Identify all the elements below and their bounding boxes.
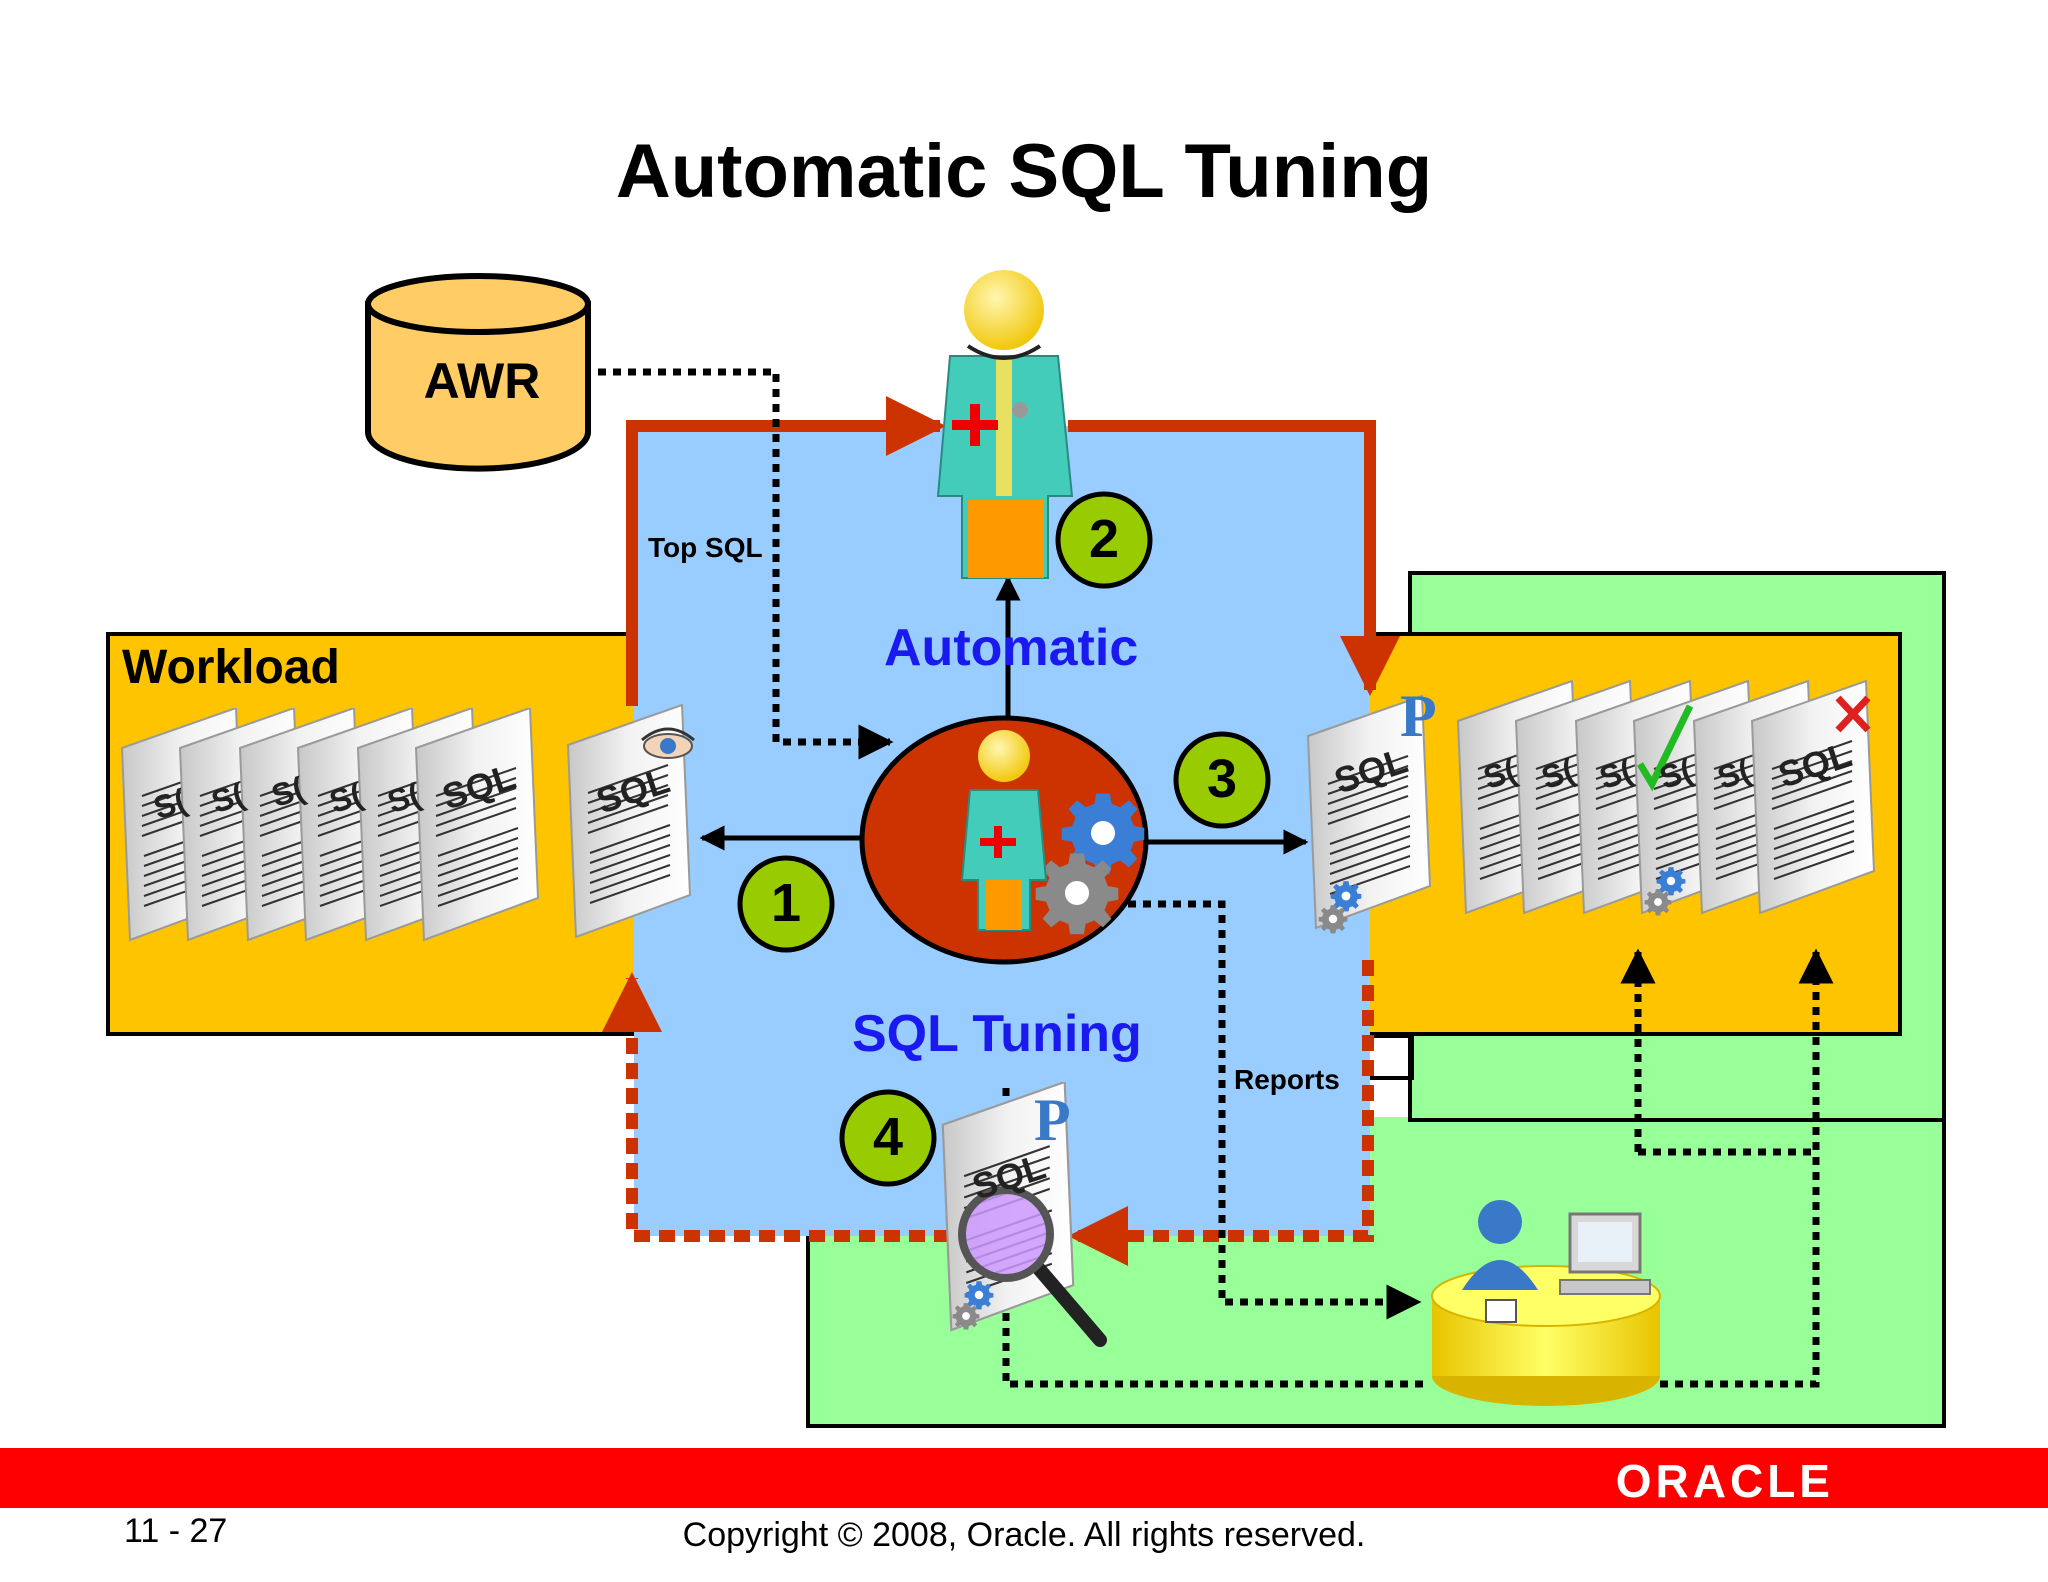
user-workstation-icon xyxy=(1431,1200,1661,1406)
check-icon xyxy=(1636,704,1694,792)
step-2-marker xyxy=(1055,491,1153,589)
step-2-number: 2 xyxy=(1088,509,1120,569)
page-title: Automatic SQL Tuning xyxy=(615,129,1433,214)
top-sql-label: Top SQL xyxy=(648,532,763,563)
doctor-icon xyxy=(960,730,1048,931)
oracle-logo: ORACLE xyxy=(1615,1455,1834,1507)
step-1-number: 1 xyxy=(770,873,802,933)
footer-brand-bar xyxy=(0,1448,2048,1508)
step-4-number: 4 xyxy=(872,1107,904,1167)
doctor-icon xyxy=(936,270,1074,579)
eye-icon xyxy=(641,727,695,759)
copyright-text: Copyright © 2008, Oracle. All rights res… xyxy=(682,1516,1366,1554)
automatic-label: Automatic xyxy=(884,619,1139,677)
sql-tuning-label: SQL Tuning xyxy=(852,1005,1142,1063)
report-p-icon: P xyxy=(1034,1087,1071,1153)
x-icon xyxy=(1835,695,1871,733)
awr-label: AWR xyxy=(423,353,541,409)
magnifier-icon xyxy=(958,1186,1107,1347)
step-4-marker xyxy=(839,1089,937,1187)
reports-label: Reports xyxy=(1234,1064,1340,1095)
page-number: 11 - 27 xyxy=(124,1512,228,1550)
profile-p-icon: P xyxy=(1400,683,1437,749)
workload-sql-docs xyxy=(121,708,539,941)
workload-label: Workload xyxy=(122,641,340,694)
step-3-number: 3 xyxy=(1206,749,1238,809)
step-1-marker xyxy=(737,855,835,953)
database-icon xyxy=(365,273,591,472)
step-3-marker xyxy=(1173,731,1271,829)
